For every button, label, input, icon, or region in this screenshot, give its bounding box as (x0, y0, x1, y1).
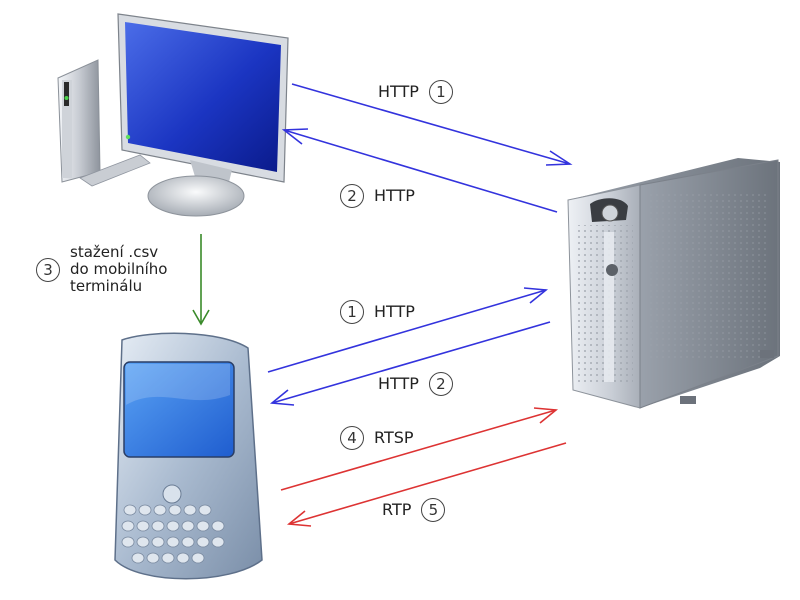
download-line-1: stažení .csv (70, 243, 159, 261)
phone-key (183, 504, 197, 516)
phone-key (146, 552, 160, 564)
phone-key (181, 536, 195, 548)
phone-key (161, 552, 175, 564)
arrow-rtp-5 (288, 442, 567, 525)
protocol-label: RTP (382, 500, 412, 519)
phone-key (151, 520, 165, 532)
label-http-2-top: 2 HTTP (340, 184, 415, 208)
protocol-label: RTSP (374, 428, 414, 447)
phone-key (196, 536, 210, 548)
download-description: stažení .csv do mobilního terminálu (70, 244, 167, 295)
phone-key (166, 520, 180, 532)
arrow-head-1 (545, 150, 573, 166)
label-rtsp-4: 4 RTSP (340, 426, 414, 450)
phone-key (196, 520, 210, 532)
phone-key (168, 504, 182, 516)
download-line-3: terminálu (70, 277, 143, 295)
step-number: 2 (428, 372, 453, 396)
phone-key (198, 504, 212, 516)
arrow-http-2-server-to-desktop (283, 129, 558, 213)
label-rtp-5: RTP 5 (382, 498, 446, 522)
protocol-label: HTTP (378, 374, 419, 393)
step-number: 3 (36, 257, 60, 282)
label-download-csv: 3 stažení .csv do mobilního terminálu (36, 244, 167, 295)
phone-key (181, 520, 195, 532)
phone-key (131, 552, 145, 564)
smartphone-icon (114, 332, 263, 580)
arrow-head-5 (269, 389, 295, 406)
arrow-head-3 (192, 309, 210, 326)
arrow-head-7 (286, 510, 312, 527)
arrow-head-6 (533, 407, 559, 424)
phone-key (166, 536, 180, 548)
label-http-1-bottom: 1 HTTP (340, 300, 415, 324)
phone-key (211, 536, 225, 548)
phone-key (136, 536, 150, 548)
phone-key (176, 552, 190, 564)
arrow-http-1-phone-to-server (267, 289, 547, 373)
phone-key (191, 552, 205, 564)
step-number: 2 (340, 184, 364, 208)
phone-key (153, 504, 167, 516)
protocol-label: HTTP (378, 82, 419, 101)
phone-keypad (121, 504, 225, 564)
phone-key (123, 504, 137, 516)
arrow-head-4 (523, 287, 549, 304)
server-tower-icon (567, 158, 780, 409)
step-number: 5 (421, 498, 446, 522)
step-number: 1 (340, 300, 364, 324)
label-http-1-top: HTTP 1 (378, 80, 453, 104)
step-number: 1 (428, 80, 453, 104)
phone-key (136, 520, 150, 532)
phone-key (151, 536, 165, 548)
phone-key (138, 504, 152, 516)
download-line-2: do mobilního (70, 260, 168, 278)
arrow-http-2-server-to-phone (271, 321, 551, 404)
label-http-2-bottom: HTTP 2 (378, 372, 453, 396)
desktop-computer-icon (57, 13, 289, 217)
phone-key (211, 520, 225, 532)
protocol-label: HTTP (374, 186, 415, 205)
arrow-http-1-desktop-to-server (291, 83, 571, 165)
arrow-rtsp-4 (280, 409, 557, 491)
phone-key (121, 536, 135, 548)
step-number: 4 (340, 426, 364, 450)
protocol-label: HTTP (374, 302, 415, 321)
arrow-head-2 (281, 128, 309, 145)
phone-key (121, 520, 135, 532)
